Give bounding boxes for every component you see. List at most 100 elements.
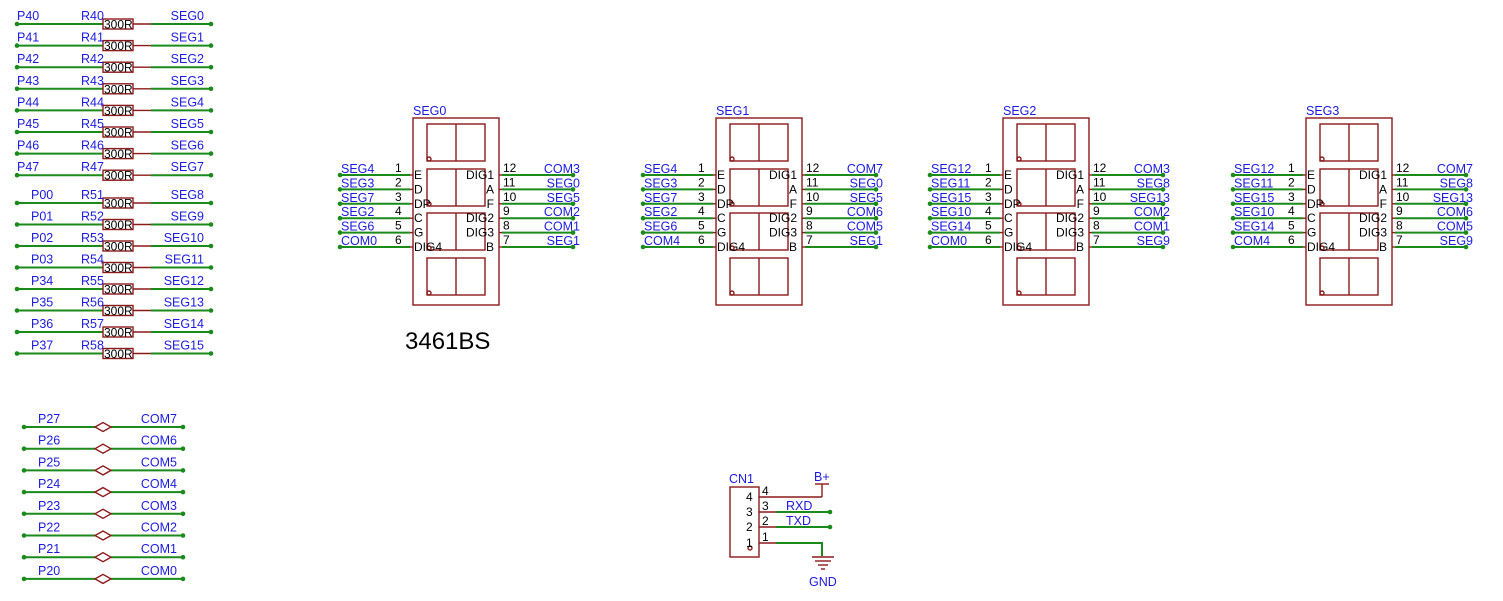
wire-end [337,201,343,207]
left-pin-number: 5 [395,219,402,233]
left-pin-label: E [717,168,725,182]
resistor-value: 300R [104,326,133,340]
right-pin-number: 7 [503,233,510,247]
resistor-value: 300R [104,283,133,297]
resistor-designator: R53 [81,231,104,245]
net-link-symbol [93,573,113,585]
left-pin-number: 2 [985,175,992,189]
decimal-point [1319,290,1325,296]
net-label: SEG5 [171,117,204,131]
display-body [1305,117,1393,306]
left-pin-label: DP [1307,197,1324,211]
left-net-label: SEG15 [1234,191,1274,205]
wire-end [208,286,214,292]
wire-end [1160,172,1166,178]
port-label: P43 [17,74,39,88]
left-pin-label: DP [414,197,431,211]
wire-end [873,215,879,221]
wire-end [180,533,186,538]
port-label: P20 [38,564,60,578]
net-label: COM1 [141,542,177,556]
right-pin-number: 11 [806,175,819,189]
wire-end [208,86,214,92]
left-pin-number: 5 [698,219,705,233]
display-body [1002,117,1090,306]
left-pin-label: G [414,226,423,240]
right-net-label: COM3 [1134,162,1170,176]
wire-end [1160,187,1166,192]
resistor-value: 300R [104,347,133,361]
decimal-point [426,201,432,207]
wire-end [14,265,20,270]
wire-end [1230,201,1236,207]
left-net-label: SEG10 [1234,205,1274,219]
wire-end [1230,215,1236,221]
ground-net-label: GND [809,575,837,589]
resistor-value: 300R [104,169,133,183]
wire-end [14,86,20,92]
net-label: COM6 [141,434,177,448]
wire-end [1230,244,1236,250]
port-label: P45 [17,117,39,131]
left-pin-number: 6 [1288,233,1295,247]
port-label: P23 [38,499,60,513]
right-pin-number: 8 [1396,219,1403,233]
left-pin-label: DIG4 [1004,240,1032,254]
wire-end [180,489,186,495]
resistor-body [102,83,134,95]
net-label: SEG15 [164,339,204,353]
display-designator: SEG0 [413,104,446,118]
resistor-value: 300R [104,18,133,32]
right-pin-label: DIG1 [769,168,797,182]
left-pin-number: 2 [698,175,705,189]
resistor-designator: R54 [81,253,104,267]
wire-end [14,200,20,206]
net-label: SEG10 [164,231,204,245]
decimal-point [729,156,735,162]
resistor-value: 300R [104,39,133,53]
resistor-value: 300R [104,240,133,254]
resistor-value: 300R [104,261,133,275]
wire-end [14,151,20,156]
resistor-value: 300R [104,218,133,232]
net-label: SEG0 [171,9,204,23]
left-pin-number: 1 [698,161,705,175]
right-pin-number: 9 [503,204,510,218]
wire-end [208,21,214,27]
wire-end [14,351,20,356]
port-label: P44 [17,95,39,109]
wire-end [14,21,20,27]
left-net-label: COM4 [644,234,680,248]
wire-end [180,511,186,517]
right-net-label: SEG1 [850,234,883,248]
port-label: P01 [31,210,53,224]
wire-end [21,511,27,517]
resistor-designator: R51 [81,188,104,202]
left-pin-number: 4 [395,204,402,218]
wire-end [1463,172,1469,178]
right-pin-number: 10 [1396,190,1410,204]
right-pin-label: DIG2 [1359,211,1387,225]
left-net-label: SEG4 [644,162,677,176]
left-pin-label: E [1307,168,1315,182]
left-net-label: SEG12 [931,162,971,176]
left-net-label: SEG3 [341,176,374,190]
left-pin-label: E [1004,168,1012,182]
right-pin-label: DIG1 [1056,168,1084,182]
net-label: SEG1 [171,31,204,45]
wire-end [180,576,186,582]
net-label: SEG8 [171,188,204,202]
resistor-designator: R44 [81,95,104,109]
left-net-label: SEG11 [931,176,970,190]
resistor-body [102,18,134,30]
wire-end [14,329,20,335]
wire-end [21,468,27,473]
connector-pin-4: 4 [762,484,769,498]
port-label: P34 [31,274,53,288]
net-link-symbol [93,465,113,476]
